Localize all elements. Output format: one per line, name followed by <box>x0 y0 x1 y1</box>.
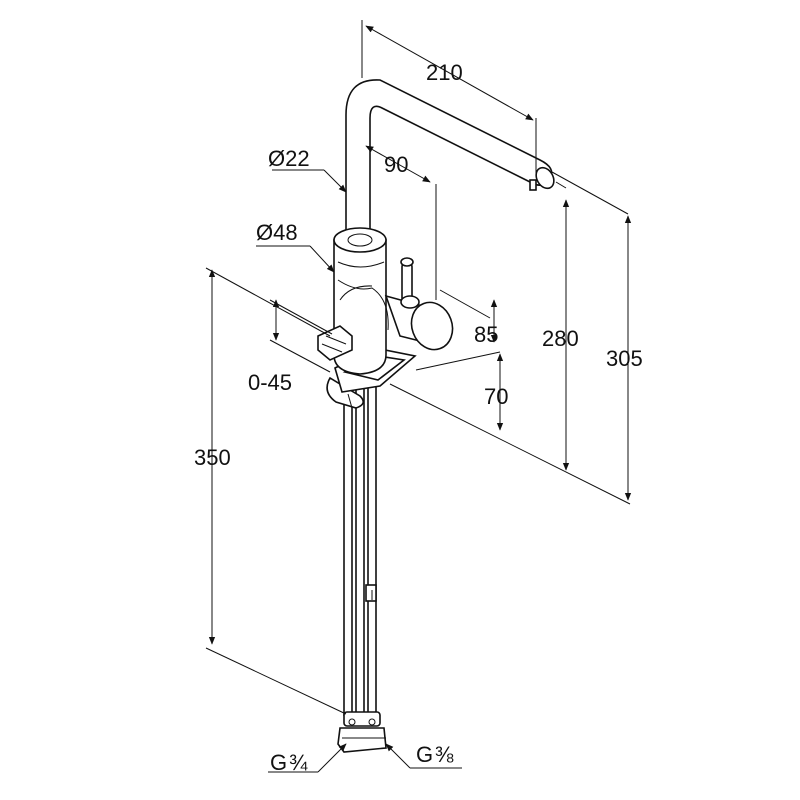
spout <box>345 79 555 241</box>
dim-swivel-angle: 90 <box>384 152 408 177</box>
dimension-lines <box>205 20 632 773</box>
dim-connection-large-frac: ¾ <box>289 750 308 775</box>
supply-hoses <box>343 383 377 716</box>
dim-mount-range: 0-45 <box>248 370 292 395</box>
dim-body-diameter: Ø48 <box>256 220 298 245</box>
dim-lever-height: 85 <box>474 322 498 347</box>
dim-connection-small-main: G <box>416 742 433 767</box>
dimension-labels: 210 90 Ø22 Ø48 85 280 305 70 0-45 350 G … <box>194 60 643 775</box>
dim-connection-large: G ¾ <box>270 750 308 775</box>
dim-connection-small-frac: ⅜ <box>435 742 454 767</box>
dim-spout-diameter: Ø22 <box>268 146 310 171</box>
hose-fittings <box>337 711 387 753</box>
faucet-illustration <box>317 79 555 753</box>
dim-spout-height: 280 <box>542 326 579 351</box>
dim-total-height: 305 <box>606 346 643 371</box>
dim-connection-large-main: G <box>270 750 287 775</box>
dim-hose-length: 350 <box>194 445 231 470</box>
dim-connection-small: G ⅜ <box>416 742 454 767</box>
mixer-lever <box>384 257 454 351</box>
dim-spout-reach: 210 <box>426 60 463 85</box>
dim-deck-thickness: 70 <box>484 384 508 409</box>
